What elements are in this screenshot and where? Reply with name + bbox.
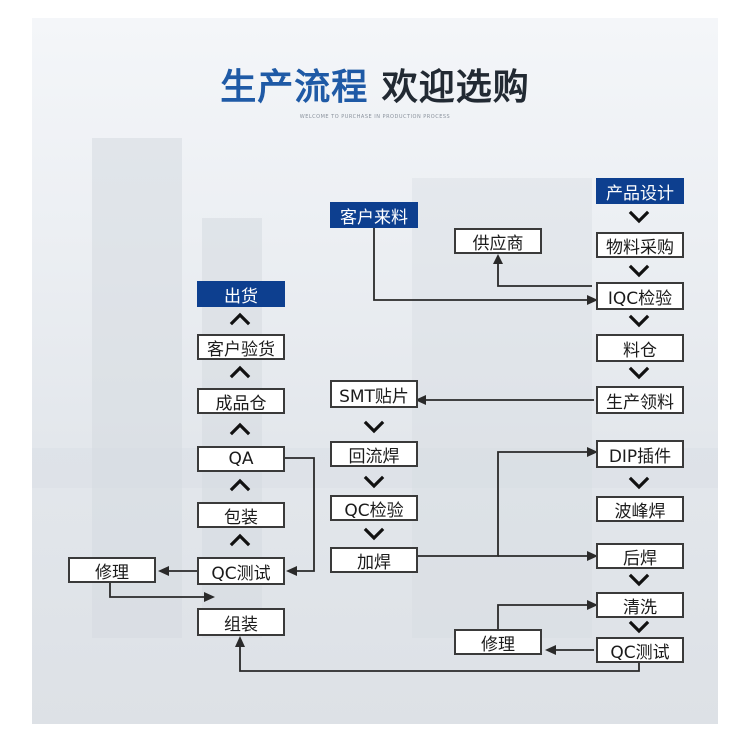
node-product-design[interactable]: 产品设计 <box>596 178 684 204</box>
arrowhead-icon <box>158 566 169 576</box>
node-dip-insertion[interactable]: DIP插件 <box>596 440 684 468</box>
node-finished-warehouse[interactable]: 成品仓 <box>197 388 285 414</box>
arrowhead-icon <box>204 592 215 602</box>
arrowhead-icon <box>286 566 297 576</box>
node-supplier[interactable]: 供应商 <box>454 228 542 254</box>
node-qa[interactable]: QA <box>197 446 285 472</box>
node-material-warehouse[interactable]: 料仓 <box>596 334 684 362</box>
node-packaging[interactable]: 包装 <box>197 502 285 528</box>
connector-qa-to-qc-test-left <box>284 457 315 572</box>
title-part1: 生产流程 <box>220 67 369 108</box>
chevron-up-icon <box>229 533 251 547</box>
chevron-down-icon <box>628 573 650 587</box>
connector-post-soldering-mid-to-dip <box>418 451 588 557</box>
chevron-down-icon <box>628 210 650 224</box>
chevron-down-icon <box>628 366 650 380</box>
bg-machine-left <box>92 138 182 638</box>
node-qc-test-left[interactable]: QC测试 <box>197 557 285 585</box>
bg-machine-center <box>412 178 592 638</box>
arrowhead-icon <box>587 551 598 561</box>
down-chevrons-right-column <box>628 210 650 634</box>
connector-customer-material-to-iqc <box>373 228 588 301</box>
chevron-down-icon <box>363 420 385 434</box>
node-qc-test-right[interactable]: QC测试 <box>596 637 684 663</box>
chevron-up-icon <box>229 422 251 436</box>
connector-iqc-to-supplier <box>497 262 592 287</box>
connector-repair-right-to-cleaning <box>497 604 588 629</box>
arrowhead-icon <box>587 447 598 457</box>
node-qc-inspection-mid[interactable]: QC检验 <box>330 495 418 521</box>
node-post-soldering-mid[interactable]: 加焊 <box>330 547 418 573</box>
node-iqc-inspection[interactable]: IQC检验 <box>596 282 684 310</box>
node-smt-mounting[interactable]: SMT贴片 <box>330 380 418 408</box>
node-production-picking[interactable]: 生产领料 <box>596 386 684 414</box>
connector-repair-left-to-assembly <box>109 582 205 598</box>
factory-background <box>32 18 718 724</box>
node-repair-right[interactable]: 修理 <box>454 629 542 655</box>
up-chevrons-left-column <box>229 312 251 547</box>
arrowhead-icon <box>415 395 426 405</box>
down-chevrons-middle-column <box>363 420 385 541</box>
node-customer-acceptance[interactable]: 客户验货 <box>197 334 285 360</box>
chevron-down-icon <box>363 475 385 489</box>
node-post-soldering[interactable]: 后焊 <box>596 543 684 569</box>
node-cleaning[interactable]: 清洗 <box>596 592 684 618</box>
chevron-down-icon <box>628 264 650 278</box>
node-customer-material[interactable]: 客户来料 <box>330 202 418 228</box>
chevron-down-icon <box>363 527 385 541</box>
title-part2: 欢迎选购 <box>368 67 530 108</box>
chevron-down-icon <box>628 314 650 328</box>
chevron-up-icon <box>229 312 251 326</box>
arrowhead-icon <box>587 600 598 610</box>
arrowhead-icon <box>493 254 503 264</box>
page-title: 生产流程 欢迎选购 <box>0 58 750 110</box>
arrowhead-icon <box>235 636 245 647</box>
page-subtitle: WELCOME TO PURCHASE IN PRODUCTION PROCES… <box>299 114 451 120</box>
node-reflow-soldering[interactable]: 回流焊 <box>330 441 418 467</box>
node-repair-left[interactable]: 修理 <box>68 557 156 583</box>
node-shipment[interactable]: 出货 <box>197 281 285 307</box>
chevron-up-icon <box>229 478 251 492</box>
chevron-up-icon <box>229 365 251 379</box>
connector-qc-test-right-to-assembly <box>239 645 640 672</box>
chevron-down-icon <box>628 620 650 634</box>
chevron-down-icon <box>628 476 650 490</box>
node-assembly[interactable]: 组装 <box>197 608 285 636</box>
arrowhead-icon <box>587 295 598 305</box>
node-wave-soldering[interactable]: 波峰焊 <box>596 496 684 522</box>
node-material-purchase[interactable]: 物料采购 <box>596 232 684 258</box>
arrowhead-icon <box>545 645 556 655</box>
